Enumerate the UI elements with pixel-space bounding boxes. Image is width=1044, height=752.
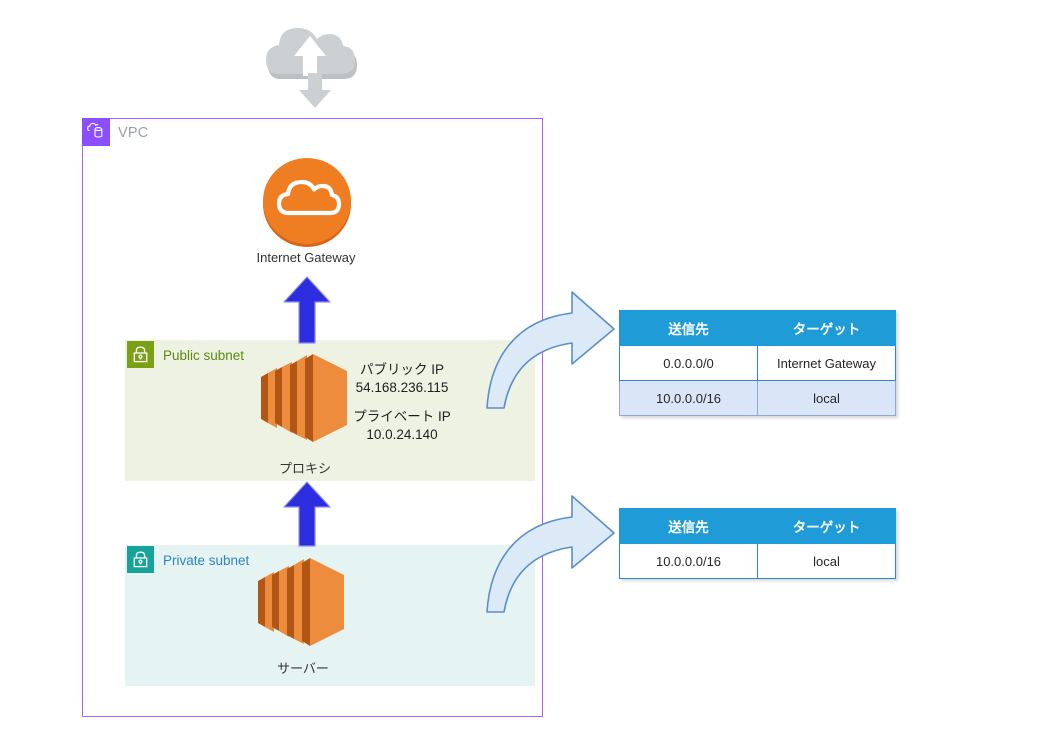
private-subnet-label: Private subnet	[163, 553, 250, 568]
flow-arrow-server-to-proxy	[283, 481, 331, 547]
vpc-cloud-icon	[87, 122, 103, 138]
vpc-container	[82, 118, 543, 717]
public-ip-value: 54.168.236.115	[355, 379, 449, 395]
column-header-destination: 送信先	[619, 508, 758, 544]
public-subnet-label: Public subnet	[163, 348, 245, 363]
internet-cloud-updown-arrow-icon	[266, 28, 357, 108]
cell-target: Internet Gateway	[757, 345, 896, 381]
lock-icon	[133, 551, 148, 568]
table-header-row: 送信先 ターゲット	[619, 508, 896, 544]
flow-arrow-proxy-to-igw	[283, 276, 331, 344]
callout-arrow-private-route	[486, 495, 615, 613]
table-row: 10.0.0.0/16 local	[619, 543, 896, 579]
ec2-instance-icon	[258, 558, 344, 646]
column-header-target: ターゲット	[757, 508, 896, 544]
cell-destination: 10.0.0.0/16	[619, 380, 758, 416]
column-header-destination: 送信先	[619, 310, 758, 346]
table-row: 10.0.0.0/16 local	[619, 380, 896, 416]
public-route-table: 送信先 ターゲット 0.0.0.0/0 Internet Gateway 10.…	[619, 310, 896, 416]
cell-target: local	[757, 380, 896, 416]
internet-gateway-cloud-icon	[263, 158, 351, 247]
proxy-ip-annotation: パブリック IP 54.168.236.115 プライベート IP 10.0.2…	[332, 361, 472, 443]
column-header-target: ターゲット	[757, 310, 896, 346]
cell-destination: 0.0.0.0/0	[619, 345, 758, 381]
cell-destination: 10.0.0.0/16	[619, 543, 758, 579]
vpc-label: VPC	[118, 125, 149, 141]
public-ip-label: パブリック IP	[359, 362, 444, 377]
lock-icon	[133, 346, 148, 363]
private-ip-value: 10.0.24.140	[366, 426, 438, 442]
proxy-label: プロキシ	[278, 461, 331, 476]
table-row: 0.0.0.0/0 Internet Gateway	[619, 345, 896, 381]
public-subnet-tag	[127, 341, 154, 368]
callout-arrow-public-route	[486, 291, 615, 409]
private-subnet-tag	[127, 546, 154, 573]
vpc-tag	[82, 118, 110, 146]
private-ip-label: プライベート IP	[353, 409, 451, 424]
ec2-instance-icon	[261, 354, 347, 442]
server-label: サーバー	[277, 661, 329, 676]
private-route-table: 送信先 ターゲット 10.0.0.0/16 local	[619, 508, 896, 579]
cell-target: local	[757, 543, 896, 579]
internet-gateway-label: Internet Gateway	[256, 250, 356, 265]
table-header-row: 送信先 ターゲット	[619, 310, 896, 346]
